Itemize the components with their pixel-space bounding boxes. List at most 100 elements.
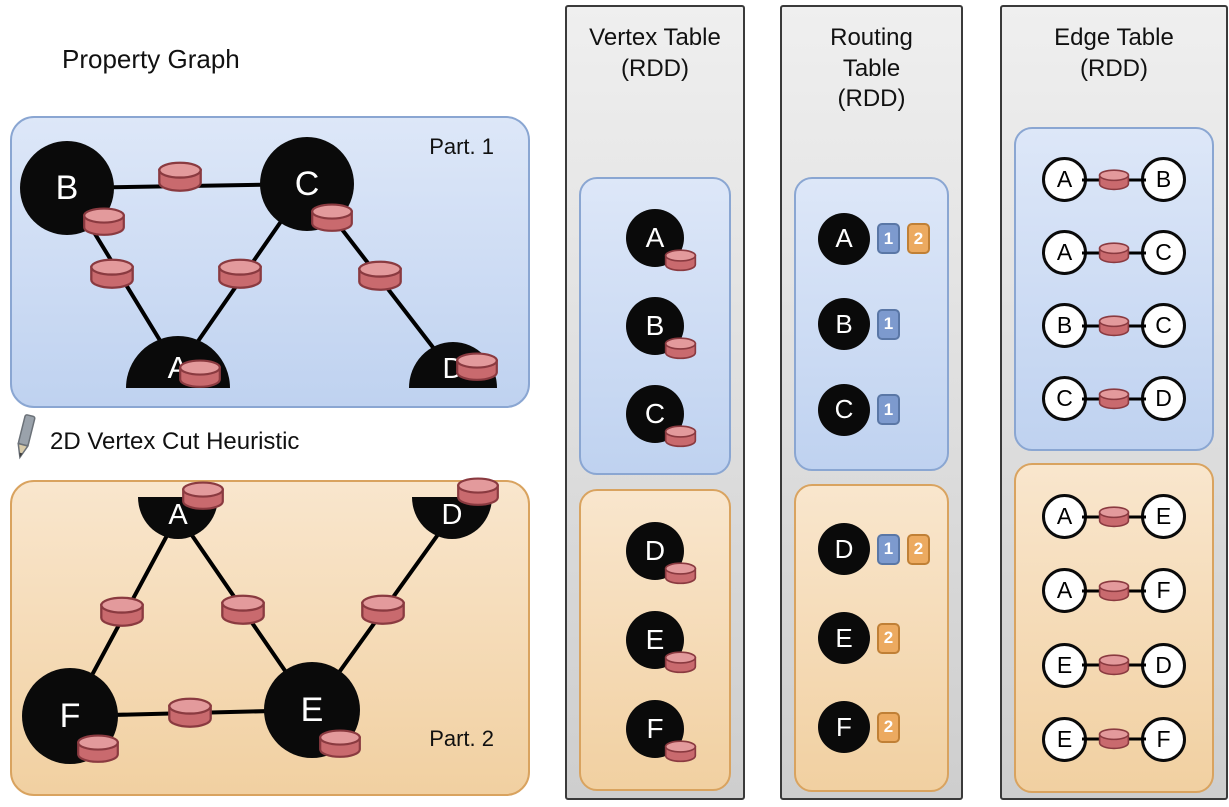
- edge-table-title: Edge Table (RDD): [1054, 24, 1174, 82]
- vertex-circle: A: [818, 212, 870, 265]
- edge-property-cylinder-icon: [157, 161, 203, 193]
- partition-1-label: Part. 1: [429, 134, 494, 159]
- routing-table-title: Routing Table (RDD): [830, 24, 913, 113]
- vertex-property-cylinder-icon: [310, 203, 354, 233]
- vertex-circle: B: [818, 298, 870, 350]
- edge-link: [1087, 724, 1141, 754]
- edge-src-vertex: C: [1042, 376, 1087, 421]
- vertex-property-cylinder-icon: [181, 481, 225, 511]
- edge-src-vertex: E: [1042, 716, 1087, 762]
- vertex-table-title: Vertex Table (RDD): [589, 24, 721, 82]
- vertex-cut-label: 2D Vertex Cut Heuristic: [50, 428, 300, 455]
- edge-src-vertex: E: [1042, 642, 1087, 688]
- vertex-entry: C: [626, 385, 684, 443]
- edge-dst-vertex: B: [1141, 157, 1186, 202]
- edge-entry: A B: [1016, 157, 1212, 202]
- edge-dst-vertex: C: [1141, 303, 1186, 348]
- edge-src-vertex: A: [1042, 494, 1087, 540]
- routing-entry: E 2: [796, 612, 947, 664]
- edge-dst-vertex: D: [1141, 376, 1186, 421]
- edge-property-cylinder-icon: [1098, 315, 1130, 337]
- routing-table-partition-2: D 1 2 E 2 F 2: [794, 484, 949, 792]
- routing-table-column: Routing Table (RDD) A 1 2 B 1 C 1 D 1 2 …: [780, 5, 963, 800]
- vertex-property-cylinder-icon: [664, 651, 697, 674]
- vertex-property-cylinder-icon: [456, 477, 500, 507]
- edge-table-column: Edge Table (RDD) A B A C B C C: [1000, 5, 1228, 800]
- edge-link: [1087, 576, 1141, 606]
- edge-link: [1087, 165, 1141, 195]
- edge-property-cylinder-icon: [357, 260, 403, 292]
- vertex-entry: E: [626, 611, 684, 669]
- vertex-entry: B: [626, 297, 684, 355]
- edge-entry: E F: [1016, 716, 1212, 762]
- vertex-cut-annotation: 2D Vertex Cut Heuristic: [12, 412, 299, 462]
- vertex-circle: C: [818, 383, 870, 436]
- edge-link: [1087, 650, 1141, 680]
- vertex-property-cylinder-icon: [178, 359, 222, 389]
- partition-2-label: Part. 2: [429, 726, 494, 751]
- edge-link: [1087, 502, 1141, 532]
- partition-2-badge: 2: [907, 223, 930, 254]
- vertex-circle: E: [818, 612, 870, 664]
- edge-link: [1087, 311, 1141, 341]
- edge-dst-vertex: F: [1141, 716, 1186, 762]
- vertex-circle: F: [818, 701, 870, 753]
- vertex-property-cylinder-icon: [664, 249, 697, 272]
- partition-2-badge: 2: [877, 622, 900, 654]
- edge-property-cylinder-icon: [1098, 388, 1130, 410]
- partition-2-badge: 2: [877, 711, 900, 743]
- edge-entry: A E: [1016, 494, 1212, 540]
- edge-entry: A C: [1016, 230, 1212, 275]
- edge-link: [1087, 238, 1141, 268]
- edge-entry: B C: [1016, 303, 1212, 348]
- routing-entry: B 1: [796, 298, 947, 350]
- edge-dst-vertex: C: [1141, 230, 1186, 275]
- vertex-property-cylinder-icon: [664, 425, 697, 448]
- edge-property-cylinder-icon: [1098, 242, 1130, 264]
- partition-1-badge: 1: [877, 394, 900, 425]
- edge-dst-vertex: D: [1141, 642, 1186, 688]
- edge-entry: A F: [1016, 568, 1212, 614]
- edge-property-cylinder-icon: [360, 594, 406, 626]
- routing-entry: C 1: [796, 383, 947, 436]
- edge-property-cylinder-icon: [167, 697, 213, 729]
- vertex-circle: D: [818, 523, 870, 575]
- vertex-table-partition-2: D E F: [579, 489, 731, 791]
- edge-entry: E D: [1016, 642, 1212, 688]
- property-graph-section: Property Graph Part. 1 Part. 2 B C A D A…: [0, 0, 548, 807]
- edge-dst-vertex: E: [1141, 494, 1186, 540]
- vertex-table-partition-1: A B C: [579, 177, 731, 475]
- vertex-entry: A: [626, 209, 684, 267]
- edge-property-cylinder-icon: [1098, 728, 1130, 750]
- edge-src-vertex: A: [1042, 230, 1087, 275]
- edge-src-vertex: A: [1042, 157, 1087, 202]
- edge-property-cylinder-icon: [220, 594, 266, 626]
- edge-entry: C D: [1016, 376, 1212, 421]
- edge-property-cylinder-icon: [89, 258, 135, 290]
- vertex-table-column: Vertex Table (RDD) A B C D E F: [565, 5, 745, 800]
- property-graph-title: Property Graph: [62, 44, 240, 74]
- partition-2-badge: 2: [907, 533, 930, 565]
- edge-property-cylinder-icon: [217, 258, 263, 290]
- edge-dst-vertex: F: [1141, 568, 1186, 614]
- routing-entry: F 2: [796, 701, 947, 753]
- vertex-entry: F: [626, 700, 684, 758]
- vertex-property-cylinder-icon: [82, 207, 126, 237]
- partition-1-badge: 1: [877, 223, 900, 254]
- vertex-property-cylinder-icon: [664, 740, 697, 763]
- pencil-icon: [17, 414, 36, 460]
- vertex-property-cylinder-icon: [318, 729, 362, 759]
- routing-entry: A 1 2: [796, 212, 947, 265]
- edge-property-cylinder-icon: [1098, 654, 1130, 676]
- edge-link: [1087, 384, 1141, 414]
- routing-entry: D 1 2: [796, 523, 947, 575]
- vertex-entry: D: [626, 522, 684, 580]
- vertex-property-cylinder-icon: [455, 352, 499, 382]
- vertex-property-cylinder-icon: [664, 562, 697, 585]
- edge-property-cylinder-icon: [1098, 506, 1130, 528]
- partition-1-badge: 1: [877, 308, 900, 340]
- edge-src-vertex: A: [1042, 568, 1087, 614]
- routing-table-partition-1: A 1 2 B 1 C 1: [794, 177, 949, 471]
- partition-1-badge: 1: [877, 533, 900, 565]
- vertex-property-cylinder-icon: [664, 337, 697, 360]
